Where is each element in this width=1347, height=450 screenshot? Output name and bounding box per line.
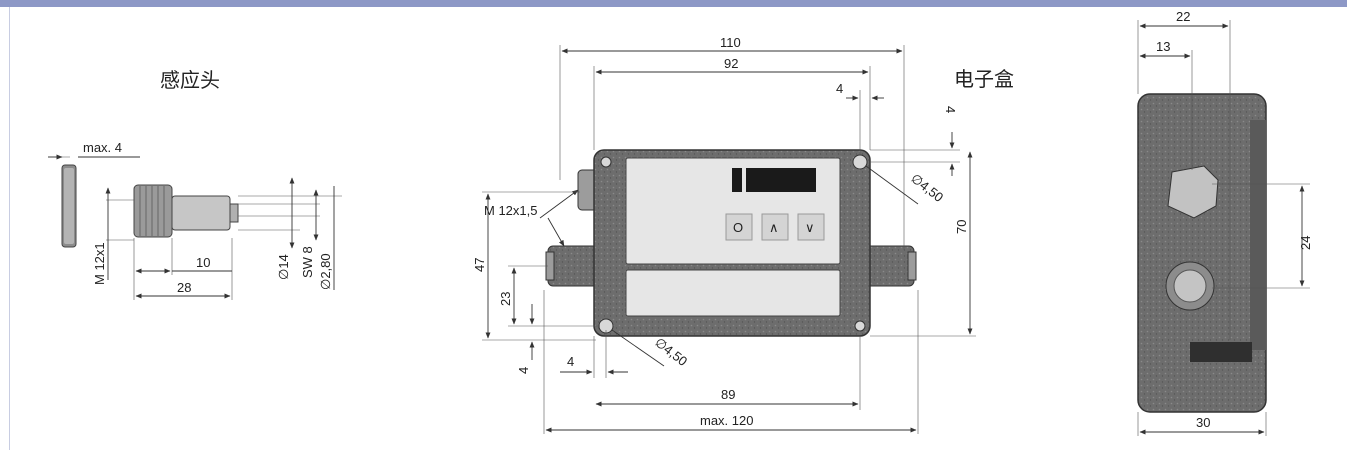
dim-max120: max. 120 xyxy=(700,413,753,428)
dim-47: 47 xyxy=(472,258,487,272)
dim-24: 24 xyxy=(1298,236,1313,250)
sensor-nut xyxy=(61,164,77,248)
dim-10: 10 xyxy=(196,255,210,270)
hole-bottom-right xyxy=(854,320,866,332)
dim-110: 110 xyxy=(720,35,741,50)
dim-dia280: ∅2,80 xyxy=(318,253,333,290)
sensor-barrel xyxy=(171,195,239,231)
button-up[interactable]: ∧ xyxy=(761,213,789,241)
button-o[interactable]: O xyxy=(725,213,753,241)
dim-13: 13 xyxy=(1156,39,1170,54)
dim-89: 89 xyxy=(721,387,735,402)
led-indicator xyxy=(732,168,742,192)
svg-text:O: O xyxy=(733,220,743,235)
housing-side xyxy=(1137,93,1267,413)
hole-top-left xyxy=(600,156,612,168)
dim-4-left: 4 xyxy=(516,367,531,374)
dim-22: 22 xyxy=(1176,9,1190,24)
header-bar xyxy=(0,0,1347,7)
dim-30: 30 xyxy=(1196,415,1210,430)
svg-text:∨: ∨ xyxy=(805,220,815,235)
dim-dia14: ∅14 xyxy=(276,254,291,280)
label-panel xyxy=(625,269,841,317)
dim-m12x1: M 12x1 xyxy=(92,242,107,285)
dim-4-right: 4 xyxy=(943,106,958,113)
sensor-head-title: 感应头 xyxy=(160,68,220,92)
button-down[interactable]: ∨ xyxy=(797,213,825,241)
dim-dia450-top: ∅4,50 xyxy=(908,171,946,205)
right-gland xyxy=(863,245,917,287)
dim-m12x15: M 12x1,5 xyxy=(484,203,537,218)
sensor-thread xyxy=(133,184,173,238)
electronics-box-title: 电子盒 xyxy=(954,67,1014,91)
lcd-display xyxy=(746,168,816,192)
dim-70: 70 xyxy=(954,220,969,234)
dim-dia450-bottom: ∅4,50 xyxy=(652,335,690,369)
dim-92: 92 xyxy=(724,56,738,71)
dim-28: 28 xyxy=(177,280,191,295)
dim-max4: max. 4 xyxy=(83,140,122,155)
dim-sw8: SW 8 xyxy=(300,246,315,278)
dim-4-top: 4 xyxy=(836,81,843,96)
svg-text:∧: ∧ xyxy=(769,220,779,235)
hole-top-right xyxy=(852,154,868,170)
frame-border xyxy=(9,7,10,450)
dim-4-bottom: 4 xyxy=(567,354,574,369)
dim-23: 23 xyxy=(498,292,513,306)
